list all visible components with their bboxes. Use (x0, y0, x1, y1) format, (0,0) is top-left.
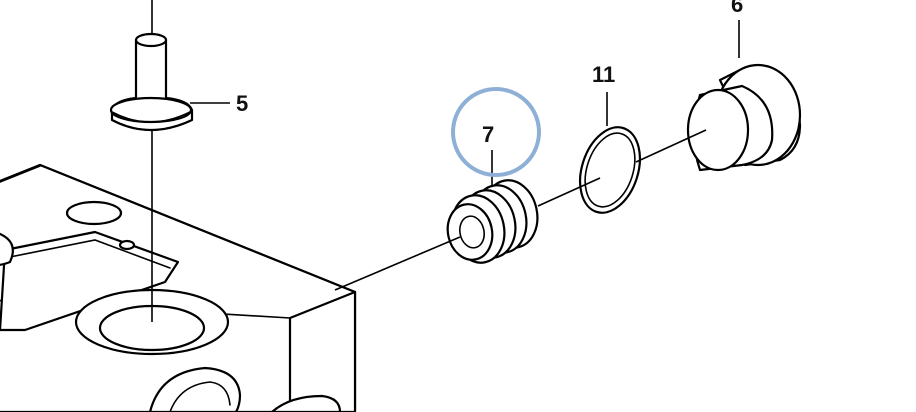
callout-part-5: 5 (236, 91, 248, 116)
assembly-axis (334, 129, 707, 291)
part-7-spring (446, 150, 539, 264)
screw-head (118, 239, 136, 251)
callout-part-7: 7 (482, 122, 494, 147)
valve-housing (0, 163, 357, 412)
port-2 (270, 394, 342, 412)
highlight-ring (451, 87, 541, 177)
raised-pad (0, 230, 180, 332)
part-6-plug (686, 20, 802, 172)
boss-hole (65, 200, 123, 226)
part-11-o-ring (579, 92, 641, 214)
part-5-pin (109, 0, 230, 322)
port-1 (148, 366, 242, 412)
callout-part-11: 11 (592, 62, 615, 87)
callout-part-6: 6 (731, 0, 743, 17)
